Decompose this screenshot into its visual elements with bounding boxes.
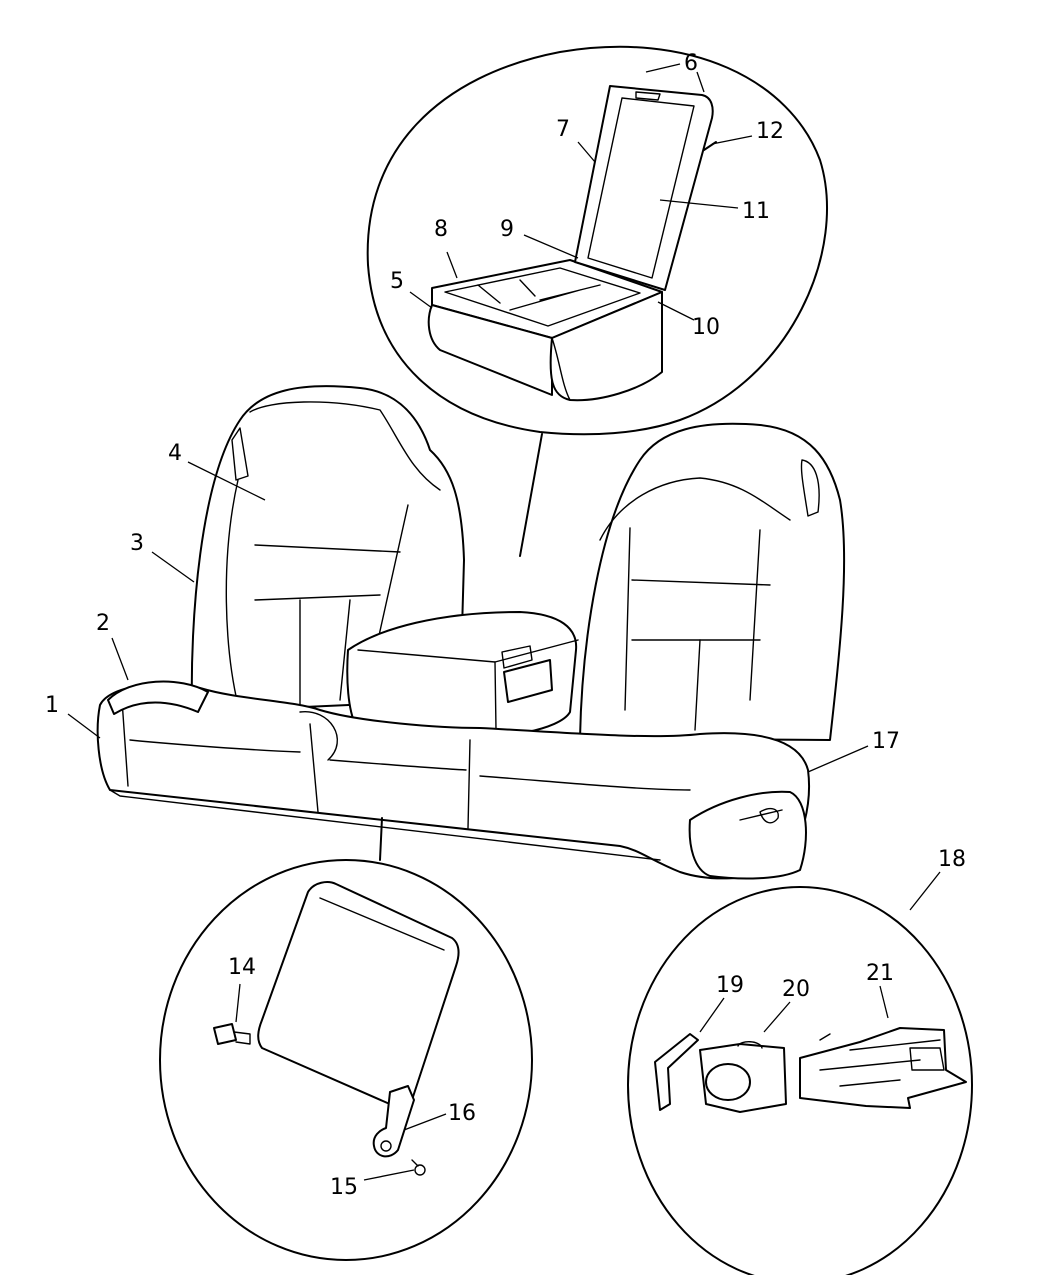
callout-14: 14 <box>228 955 256 980</box>
callout-4: 4 <box>168 441 182 466</box>
callout-5: 5 <box>390 269 404 294</box>
callout-17: 17 <box>872 729 900 754</box>
callout-12: 12 <box>756 119 784 144</box>
callout-9: 9 <box>500 217 514 242</box>
callout-6: 6 <box>684 51 698 76</box>
callout-21: 21 <box>866 961 894 986</box>
callout-1: 1 <box>45 693 59 718</box>
seat-track-detail <box>627 886 973 1275</box>
armrest-console-detail <box>366 45 828 557</box>
callout-16: 16 <box>448 1101 476 1126</box>
callout-18: 18 <box>938 847 966 872</box>
callout-8: 8 <box>434 217 448 242</box>
callout-2: 2 <box>96 611 110 636</box>
callout-20: 20 <box>782 977 810 1002</box>
callout-19: 19 <box>716 973 744 998</box>
callout-11: 11 <box>742 199 770 224</box>
leader-lines <box>67 63 941 1181</box>
callout-10: 10 <box>692 315 720 340</box>
callout-labels: 1 2 3 4 5 6 7 8 9 10 11 12 14 15 16 17 1… <box>45 51 966 1200</box>
callout-15: 15 <box>330 1175 358 1200</box>
seat-back-panel-detail <box>159 817 533 1261</box>
callout-3: 3 <box>130 531 144 556</box>
callout-7: 7 <box>556 117 570 142</box>
bench-seat-assembly <box>96 385 846 880</box>
